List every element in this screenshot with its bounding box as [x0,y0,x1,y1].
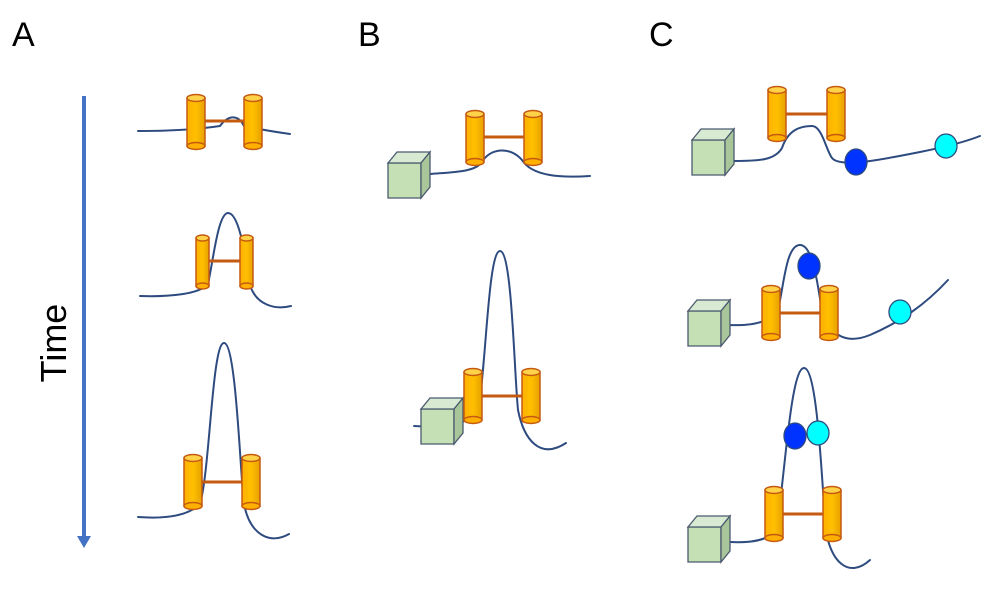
cohesin-ring-icon [186,93,263,151]
panel-b-stage-2 [413,249,567,451]
time-axis-label: Time [33,304,74,383]
panel-c-stage-2 [686,243,949,348]
cohesin-ring-icon [195,234,254,290]
panel-label-a: A [12,16,35,54]
dna-strand [429,149,591,178]
anchor-cube-icon [686,514,732,564]
dna-strand [137,116,291,135]
cohesin-ring-icon [764,485,842,543]
cohesin-ring-icon [761,284,839,342]
panel-label-c: C [649,16,674,54]
dna-strand [729,366,871,570]
cohesin-ring-icon [463,367,541,425]
dna-strand [733,124,981,164]
panel-label-b: B [358,16,381,54]
dark-blue-marker-icon [844,148,868,176]
anchor-cube-icon [686,298,732,348]
panel-a-stage-3 [137,341,290,540]
cyan-marker-icon [934,133,958,159]
panel-c-stage-1 [690,85,981,177]
anchor-cube-icon [386,150,432,200]
anchor-cube-icon [690,127,736,177]
dark-blue-marker-icon [797,252,821,280]
cohesin-ring-icon [465,109,543,167]
panel-c-stage-3 [686,366,871,570]
panel-b-stage-1 [386,109,591,200]
cohesin-ring-icon [183,453,261,511]
panel-a-stage-1 [137,93,291,151]
panel-a-stage-2 [139,211,292,309]
dna-strand [139,211,292,309]
dark-blue-marker-icon [783,422,807,450]
anchor-cube-icon [419,396,465,446]
dna-strand [137,341,290,540]
cohesin-ring-icon [767,85,846,143]
cyan-marker-icon [806,420,830,446]
cyan-marker-icon [888,299,912,325]
